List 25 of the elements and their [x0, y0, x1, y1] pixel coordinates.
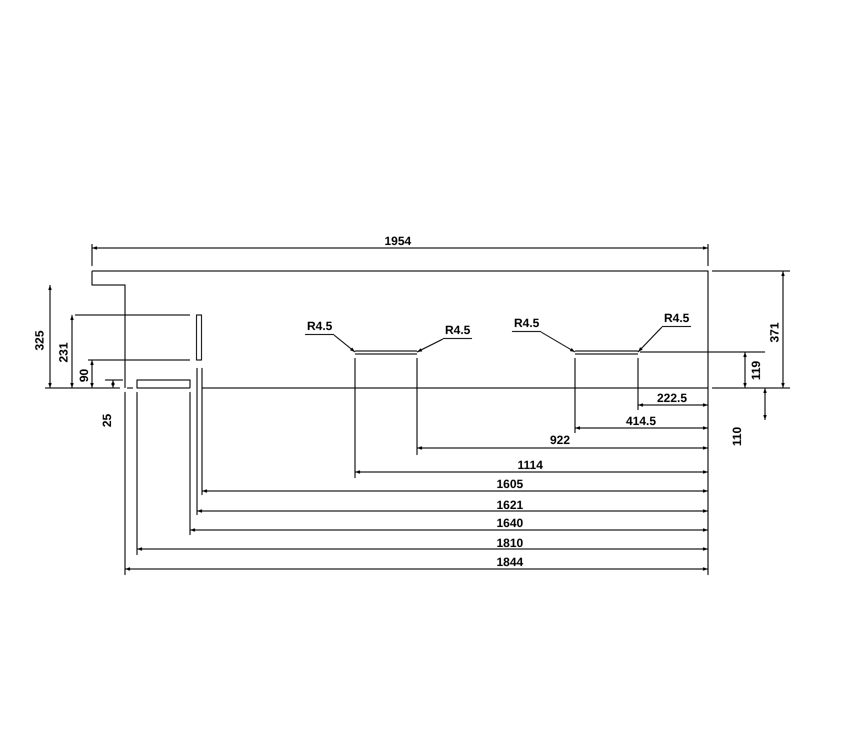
dimension-value: 119 [750, 360, 763, 380]
dimension-value: 922 [550, 434, 570, 446]
leader-line [334, 334, 356, 352]
dimension-value: 90 [78, 368, 91, 382]
dimension-value: 1605 [496, 478, 524, 490]
radius-callout: R4.5 [662, 312, 692, 327]
radius-callout: R4.5 [305, 320, 334, 335]
dimension-value: 25 [100, 413, 114, 427]
dimension-value: 371 [768, 322, 782, 342]
dimension-value: 1810 [496, 536, 524, 550]
dimension-value: 414.5 [626, 414, 656, 428]
dimension-value: 325 [34, 330, 47, 350]
dimension-value: 110 [730, 426, 744, 446]
radius-callout: R4.5 [443, 324, 472, 339]
dimension-value: 1954 [384, 234, 412, 248]
leader-line [540, 332, 576, 352]
dimension-value: 1621 [496, 498, 524, 512]
leader-line [638, 326, 662, 352]
dimension-value: 1844 [496, 556, 524, 568]
dimension-value: 1640 [496, 516, 524, 530]
radius-callout: R4.5 [512, 317, 542, 332]
dimension-value: 222.5 [657, 392, 688, 404]
dimension-value: 1114 [518, 458, 543, 472]
dimension-value: 231 [58, 342, 71, 362]
leader-line [416, 338, 444, 352]
